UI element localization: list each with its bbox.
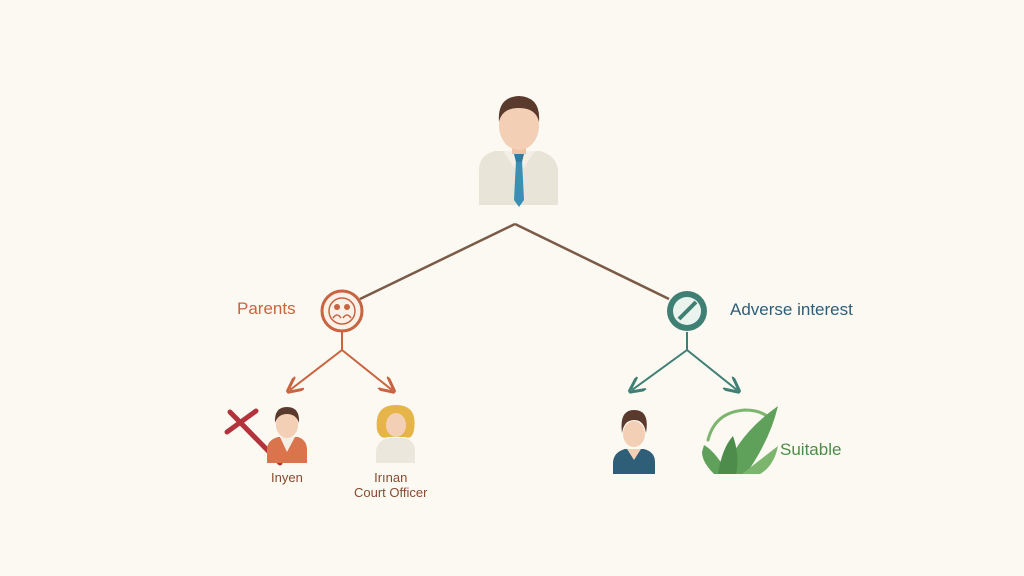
arrow-adverse-right-diag — [686, 349, 737, 390]
parents-label: Parents — [237, 299, 296, 318]
child-left-label: Inyen — [271, 470, 303, 485]
connector-root-parents — [359, 222, 516, 301]
person-avatar-icon — [613, 410, 655, 474]
connector-root-adverse — [514, 222, 670, 301]
family-badge-icon — [320, 289, 364, 333]
arrow-parents-right-diag — [341, 349, 392, 390]
woman-avatar-icon — [376, 405, 415, 463]
businessman-avatar-icon — [479, 96, 558, 207]
arrow-adverse-left-diag — [632, 349, 688, 390]
court-officer-label: Irınan Court Officer — [354, 470, 427, 500]
court-officer-role: Court Officer — [354, 485, 428, 500]
no-entry-badge-icon — [667, 291, 707, 331]
court-officer-name: Irınan — [374, 470, 408, 485]
adverse-interest-label: Adverse interest — [730, 300, 853, 319]
green-checkmark-icon — [702, 406, 778, 474]
arrow-parents-left-diag — [290, 349, 343, 390]
suitable-label: Suitable — [780, 440, 842, 459]
man-avatar-icon — [267, 407, 307, 463]
